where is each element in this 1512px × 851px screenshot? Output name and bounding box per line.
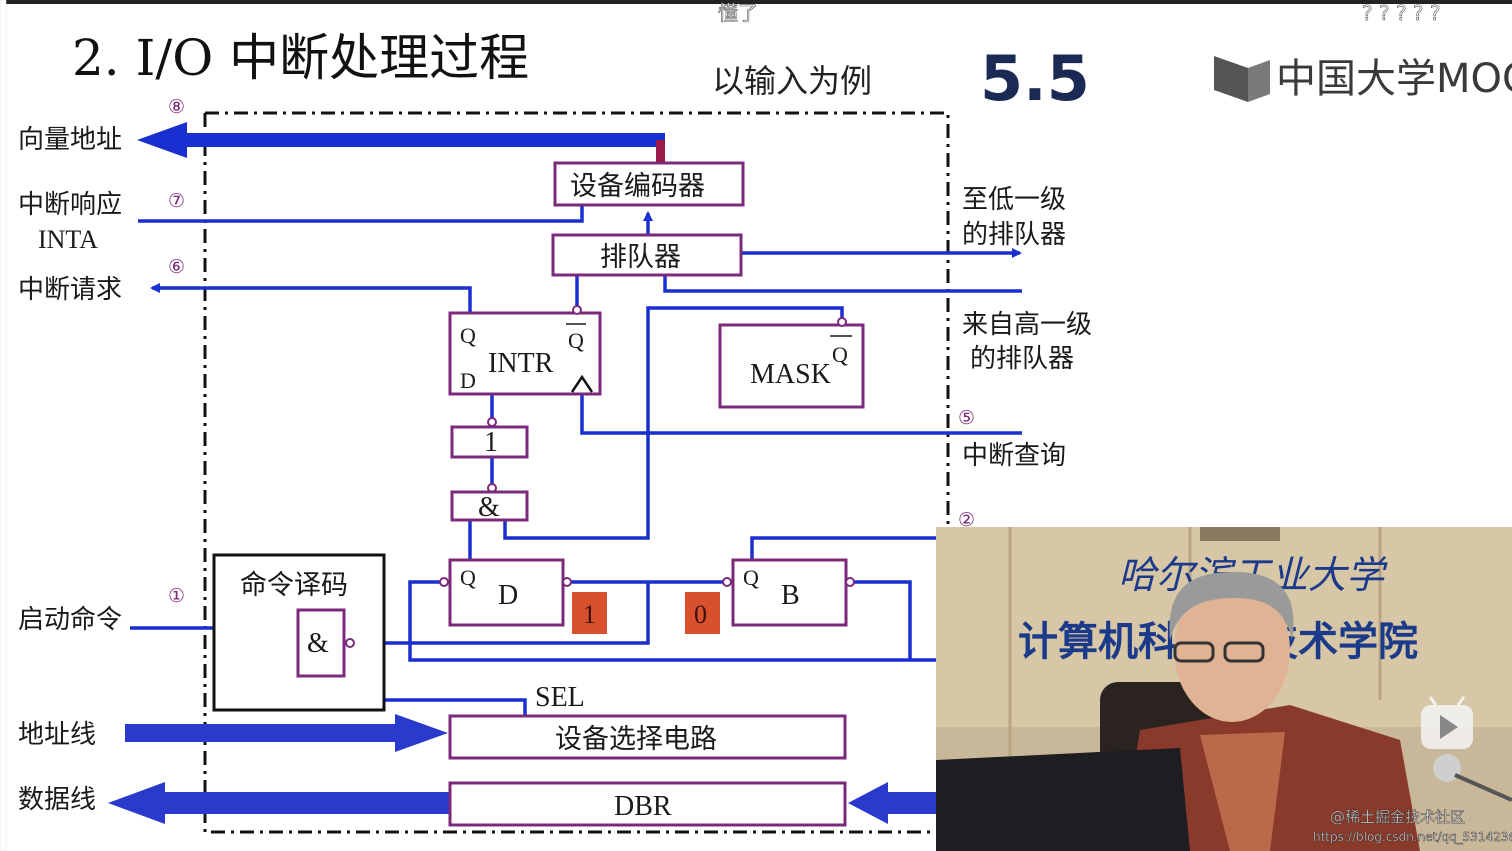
wire-interrupt-poll: [580, 392, 1022, 435]
lecturer-face: [1174, 578, 1290, 722]
wire-interrupt-request: [150, 283, 472, 313]
wire-bff-top: [750, 536, 936, 560]
label-interrupt-ack: 中断响应: [18, 190, 122, 220]
not-gate: [450, 425, 529, 459]
and-gate-cmd-label: &: [307, 628, 329, 659]
device-encoder-label: 设备编码器: [570, 171, 705, 202]
danmaku-question-marks: ? ? ? ? ?: [1362, 1, 1441, 25]
data-bus-arrow: [108, 782, 936, 824]
device-select-label: 设备选择电路: [555, 724, 717, 755]
intr-pin-q: Q: [460, 323, 476, 348]
queue-box: [551, 233, 743, 277]
wire-dff-clock: [408, 580, 936, 662]
danmaku-comment: 懂了: [718, 1, 758, 25]
lecturer-video: 哈尔滨工业大学 计算机科学与技术学院 @稀土掘金技术社区 https://blo…: [936, 527, 1512, 851]
laptop: [936, 748, 1190, 851]
device-encoder-box: [553, 161, 745, 207]
wire-bff-right: [850, 580, 912, 660]
mooc-logo-text: 中国大学MOOC: [1276, 56, 1512, 102]
mooc-logo-icon: [1214, 56, 1248, 102]
d-flipflop: [448, 558, 565, 627]
vector-arrow-head: [137, 122, 187, 158]
intr-pin-d: D: [460, 368, 476, 393]
dff-pin-q: Q: [460, 565, 476, 590]
label-address-bus: 地址线: [18, 720, 96, 750]
step-6: ⑥: [168, 256, 185, 278]
not-gate-label: 1: [484, 427, 498, 458]
device-select-box: [448, 714, 847, 760]
wire-inta: [138, 205, 584, 223]
queue-label: 排队器: [600, 242, 681, 273]
play-icon[interactable]: [1421, 696, 1473, 749]
label-inta: INTA: [38, 225, 98, 254]
dbr-label: DBR: [614, 791, 672, 822]
b-flag-value: 0: [694, 600, 707, 629]
label-interrupt-poll: 中断查询: [962, 441, 1066, 471]
mask-label: MASK: [750, 359, 831, 390]
wire-from-higher: [663, 276, 1022, 293]
and-gate-top: [450, 490, 529, 522]
label-from-higher-2: 的排队器: [970, 344, 1074, 374]
label-vector-address: 向量地址: [18, 125, 122, 155]
wire-mask: [503, 306, 844, 540]
step-markers: ⑧ ⑦ ⑥ ① ⑤ ②: [168, 96, 975, 607]
d-flag-value: 1: [583, 600, 596, 629]
dff-label: D: [498, 580, 518, 611]
mooc-logo: 中国大学MOOC: [1214, 56, 1512, 102]
label-interrupt-request: 中断请求: [18, 275, 122, 305]
vector-address-bus: [137, 122, 665, 162]
slide-subtitle: 以输入为例: [712, 62, 872, 100]
step-1: ①: [168, 585, 185, 607]
label-from-higher-1: 来自高一级: [962, 310, 1092, 340]
left-edge: [0, 0, 7, 851]
watermark-line-2: https://blog.csdn.net/qq_53142368: [1313, 830, 1512, 844]
slide-title: 2. I/O 中断处理过程: [72, 29, 529, 87]
bff-pin-q: Q: [743, 565, 759, 590]
top-strip: [0, 0, 1512, 4]
address-bus-arrow: [125, 714, 448, 752]
mask-flipflop: [718, 323, 865, 409]
wire-dff-cmd: [352, 582, 650, 645]
mask-pin-qbar: Q: [832, 342, 848, 367]
dbr-box: [448, 781, 847, 827]
d-flag-box: [572, 592, 607, 634]
intr-pin-qbar: Q: [568, 328, 584, 353]
section-number: 5.5: [980, 42, 1090, 115]
interface-boundary: [203, 111, 950, 834]
step-5: ⑤: [958, 407, 975, 429]
sel-label: SEL: [535, 682, 585, 713]
and-gate-cmd: [296, 608, 346, 678]
label-to-lower-1: 至低一级: [962, 185, 1066, 215]
intr-clock-triangle: [570, 374, 594, 393]
step-7: ⑦: [168, 190, 185, 212]
bff-label: B: [781, 580, 800, 611]
intr-flipflop: [448, 311, 602, 396]
watermark-line-1: @稀土掘金技术社区: [1330, 808, 1465, 826]
label-data-bus: 数据线: [18, 785, 96, 815]
label-to-lower-2: 的排队器: [962, 220, 1066, 250]
intr-label: INTR: [488, 348, 554, 379]
command-decoder-label: 命令译码: [240, 570, 348, 601]
b-flag-box: [685, 592, 720, 634]
b-flipflop: [731, 558, 848, 627]
and-gate-top-label: &: [478, 492, 500, 523]
step-2: ②: [958, 509, 975, 531]
step-8: ⑧: [168, 96, 185, 118]
label-start-command: 启动命令: [18, 605, 122, 635]
